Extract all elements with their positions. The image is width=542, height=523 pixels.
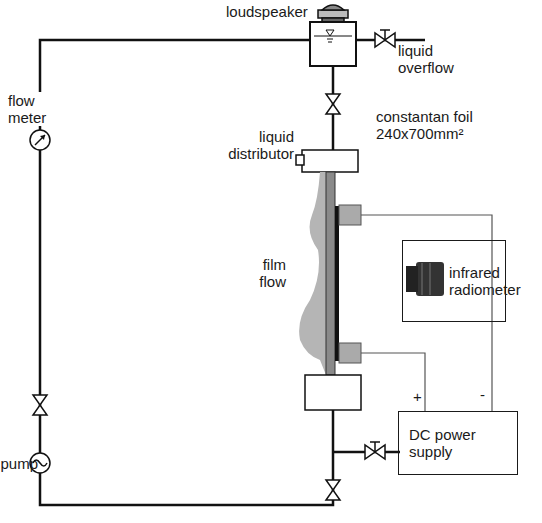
part-label: loudspeaker	[226, 3, 318, 20]
part-label: constantan foil 240x700mm²	[376, 108, 476, 142]
part-label: liquid distributor	[218, 128, 294, 162]
valve-symbols	[33, 30, 395, 500]
part-label: liquid overflow	[398, 42, 458, 76]
part-label: film flow	[236, 256, 286, 290]
box-text: DC power supply	[409, 426, 511, 460]
film-flow	[299, 172, 326, 375]
part-label: -	[480, 386, 490, 403]
clamp	[339, 343, 361, 363]
part-label: pump	[0, 455, 38, 472]
loudspeaker-symbol	[318, 5, 348, 22]
box-text: infrared radiometer	[449, 264, 499, 298]
pipe-loop	[40, 40, 425, 505]
radiometer-icon	[406, 262, 444, 296]
constantan-foil	[335, 206, 339, 361]
radiometer-box: infrared radiometer	[402, 240, 506, 322]
flow-meter-symbol	[30, 130, 50, 150]
liquid-distributor	[296, 150, 358, 172]
clamp	[339, 205, 361, 225]
part-label: +	[413, 388, 425, 405]
part-label: flow meter	[6, 92, 74, 126]
test-plate	[326, 172, 335, 375]
collector-box	[305, 375, 361, 410]
overflow-tank	[310, 22, 356, 66]
wires	[361, 215, 492, 411]
power-supply-box: DC power supply	[398, 411, 518, 475]
